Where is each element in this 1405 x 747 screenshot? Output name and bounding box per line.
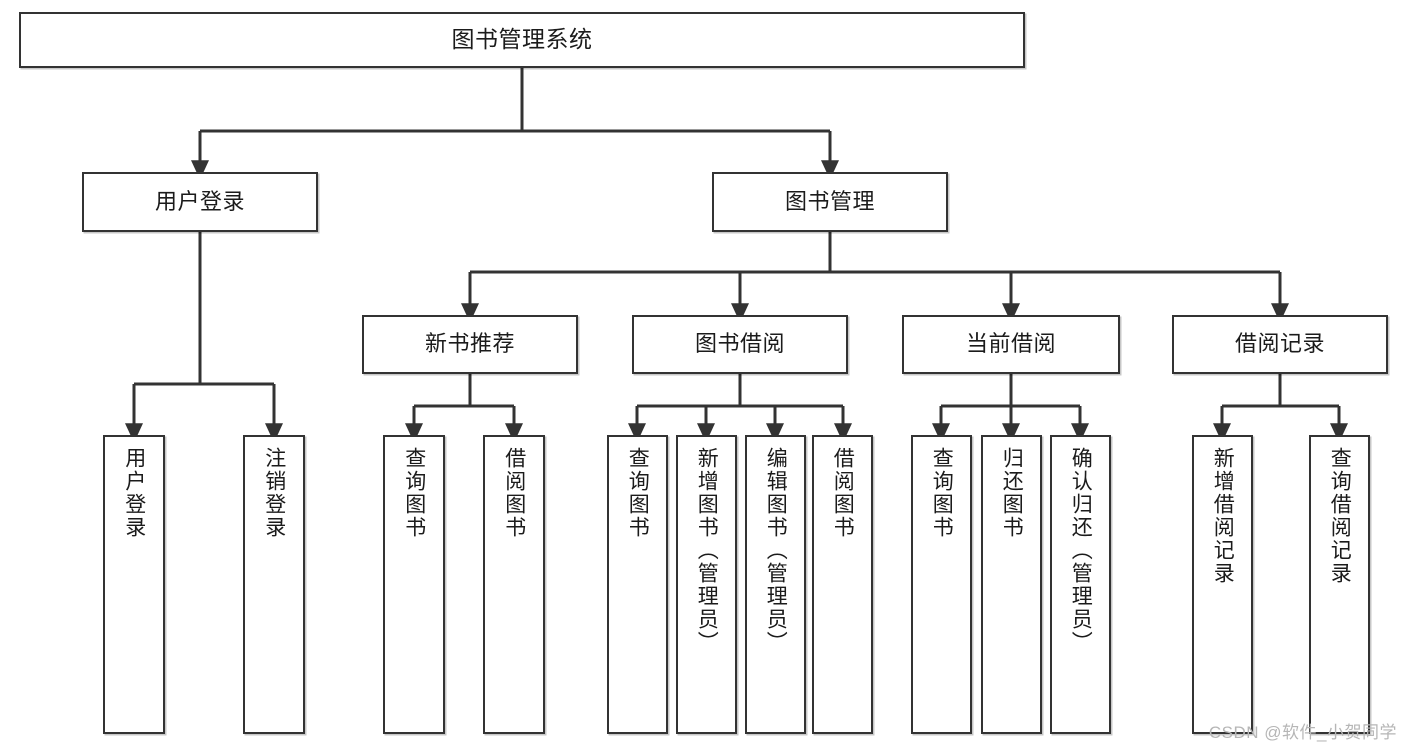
node-label: 图书借阅 xyxy=(694,331,785,357)
node-label: 查询图书 xyxy=(402,447,426,539)
node-leaf-query-book-borrow[interactable]: 查询图书 xyxy=(607,435,668,734)
csdn-watermark: CSDN @软件_小贺同学 xyxy=(1208,723,1397,742)
node-user-login[interactable]: 用户登录 xyxy=(82,172,318,232)
node-label: 借阅记录 xyxy=(1234,331,1325,357)
node-label: 新增图书（管理员） xyxy=(695,447,719,654)
node-label: 查询图书 xyxy=(626,447,650,539)
node-label: 图书管理 xyxy=(784,188,875,214)
node-leaf-borrow-book-recommend[interactable]: 借阅图书 xyxy=(483,435,545,734)
node-borrow-record[interactable]: 借阅记录 xyxy=(1172,315,1388,374)
node-leaf-add-borrow-record[interactable]: 新增借阅记录 xyxy=(1192,435,1253,734)
node-leaf-add-book-admin[interactable]: 新增图书（管理员） xyxy=(676,435,737,734)
node-leaf-confirm-return-admin[interactable]: 确认归还（管理员） xyxy=(1050,435,1111,734)
node-root-system[interactable]: 图书管理系统 xyxy=(19,12,1025,68)
node-label: 新增借阅记录 xyxy=(1211,447,1235,585)
node-label: 注销登录 xyxy=(262,447,286,539)
node-label: 查询图书 xyxy=(930,447,954,539)
node-label: 确认归还（管理员） xyxy=(1069,447,1093,654)
node-label: 查询借阅记录 xyxy=(1328,447,1352,585)
node-label: 新书推荐 xyxy=(424,331,515,357)
node-new-book-recommend[interactable]: 新书推荐 xyxy=(362,315,578,374)
node-label: 用户登录 xyxy=(122,447,146,539)
node-label: 归还图书 xyxy=(1000,447,1024,539)
node-leaf-query-book-current[interactable]: 查询图书 xyxy=(911,435,972,734)
node-leaf-edit-book-admin[interactable]: 编辑图书（管理员） xyxy=(745,435,806,734)
node-leaf-query-borrow-record[interactable]: 查询借阅记录 xyxy=(1309,435,1370,734)
node-label: 编辑图书（管理员） xyxy=(764,447,788,654)
node-leaf-return-book[interactable]: 归还图书 xyxy=(981,435,1042,734)
node-book-management[interactable]: 图书管理 xyxy=(712,172,948,232)
node-leaf-user-logout[interactable]: 注销登录 xyxy=(243,435,305,734)
node-label: 借阅图书 xyxy=(831,447,855,539)
node-leaf-user-login[interactable]: 用户登录 xyxy=(103,435,165,734)
node-book-borrow[interactable]: 图书借阅 xyxy=(632,315,848,374)
node-label: 图书管理系统 xyxy=(451,26,593,53)
node-leaf-borrow-book[interactable]: 借阅图书 xyxy=(812,435,873,734)
node-label: 借阅图书 xyxy=(502,447,526,539)
node-leaf-query-book-recommend[interactable]: 查询图书 xyxy=(383,435,445,734)
node-label: 当前借阅 xyxy=(965,331,1056,357)
node-label: 用户登录 xyxy=(154,188,245,214)
node-current-borrow[interactable]: 当前借阅 xyxy=(902,315,1120,374)
